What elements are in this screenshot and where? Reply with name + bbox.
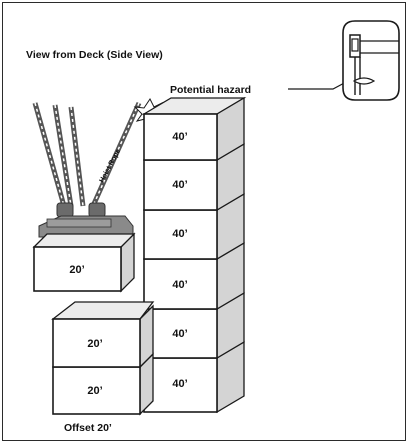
hoist-rope-label: Hoist Rope — [99, 148, 123, 184]
diagram-frame: View from Deck (Side View) Potential haz… — [2, 2, 406, 441]
container-40ft-label: 40’ — [172, 328, 187, 340]
side-view-diagram: View from Deck (Side View) Potential haz… — [26, 20, 400, 434]
container-40ft-4: 40’ — [143, 241, 245, 311]
container-40ft-1: 40’ — [141, 96, 247, 162]
offset-container-20ft-2: 20’ — [52, 352, 154, 416]
hazard-leader-line — [288, 80, 349, 90]
hazard-label: Potential hazard — [170, 84, 251, 96]
offset-stack-20ft: 20’ 20’ — [51, 301, 155, 416]
spreader — [38, 202, 134, 238]
container-40ft-label: 40’ — [172, 131, 187, 143]
stack-40ft: 40’ 40’ 40’ 40’ 40’ 40’ — [141, 96, 247, 414]
lifted-container-label: 20’ — [69, 264, 84, 276]
container-40ft-label: 40’ — [172, 378, 187, 390]
hoist-ropes — [32, 101, 142, 208]
container-40ft-5: 40’ — [143, 291, 245, 360]
offset-container-20ft-1: 20’ — [51, 301, 155, 369]
offset-container-label: 20’ — [87, 338, 102, 350]
container-40ft-2: 40’ — [143, 142, 245, 212]
lifted-container-20ft: 20’ — [32, 232, 136, 293]
offset-label: Offset 20’ — [64, 422, 112, 434]
diagram-title: View from Deck (Side View) — [26, 49, 163, 61]
hazard-callout — [342, 20, 400, 101]
offset-container-label: 20’ — [87, 385, 102, 397]
container-40ft-3: 40’ — [143, 192, 245, 261]
container-40ft-label: 40’ — [172, 179, 187, 191]
container-40ft-label: 40’ — [172, 228, 187, 240]
container-40ft-label: 40’ — [172, 279, 187, 291]
